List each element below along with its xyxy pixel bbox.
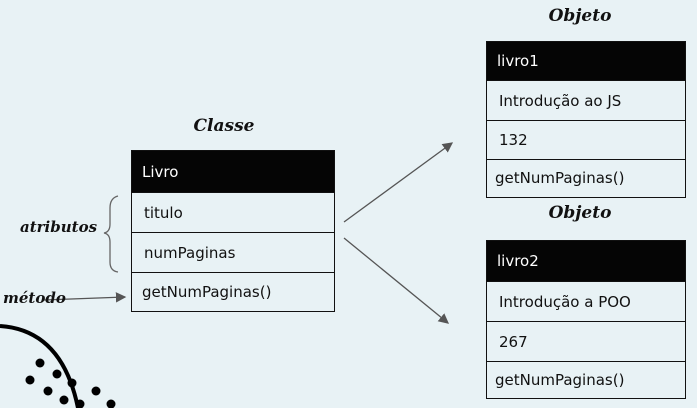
class-heading: Classe <box>193 116 255 136</box>
object1-title: Introdução ao JS <box>487 80 685 120</box>
object1-box: livro1 Introdução ao JS 132 getNumPagina… <box>486 41 686 198</box>
object2-box: livro2 Introdução a POO 267 getNumPagina… <box>486 240 686 399</box>
object2-name: livro2 <box>487 241 685 281</box>
object2-heading: Objeto <box>548 203 612 223</box>
decorative-dots <box>25 358 116 408</box>
arrow-to-method <box>43 292 127 303</box>
metodo-label: método <box>3 289 66 307</box>
object1-heading: Objeto <box>548 6 612 26</box>
class-method: getNumPaginas() <box>132 272 334 311</box>
object1-pages: 132 <box>487 120 685 159</box>
class-attribute-numpaginas: numPaginas <box>132 232 334 272</box>
decorative-arc <box>0 324 80 408</box>
object2-pages: 267 <box>487 321 685 361</box>
arrow-to-livro1 <box>343 142 454 223</box>
arrow-to-livro2 <box>343 237 450 324</box>
class-box: Livro titulo numPaginas getNumPaginas() <box>131 150 335 312</box>
attributes-brace <box>103 195 119 273</box>
atributos-label: atributos <box>20 218 98 236</box>
class-attribute-titulo: titulo <box>132 192 334 232</box>
object1-name: livro1 <box>487 42 685 80</box>
class-name: Livro <box>132 151 334 192</box>
object2-method: getNumPaginas() <box>487 361 685 397</box>
object2-title: Introdução a POO <box>487 281 685 321</box>
object1-method: getNumPaginas() <box>487 159 685 196</box>
